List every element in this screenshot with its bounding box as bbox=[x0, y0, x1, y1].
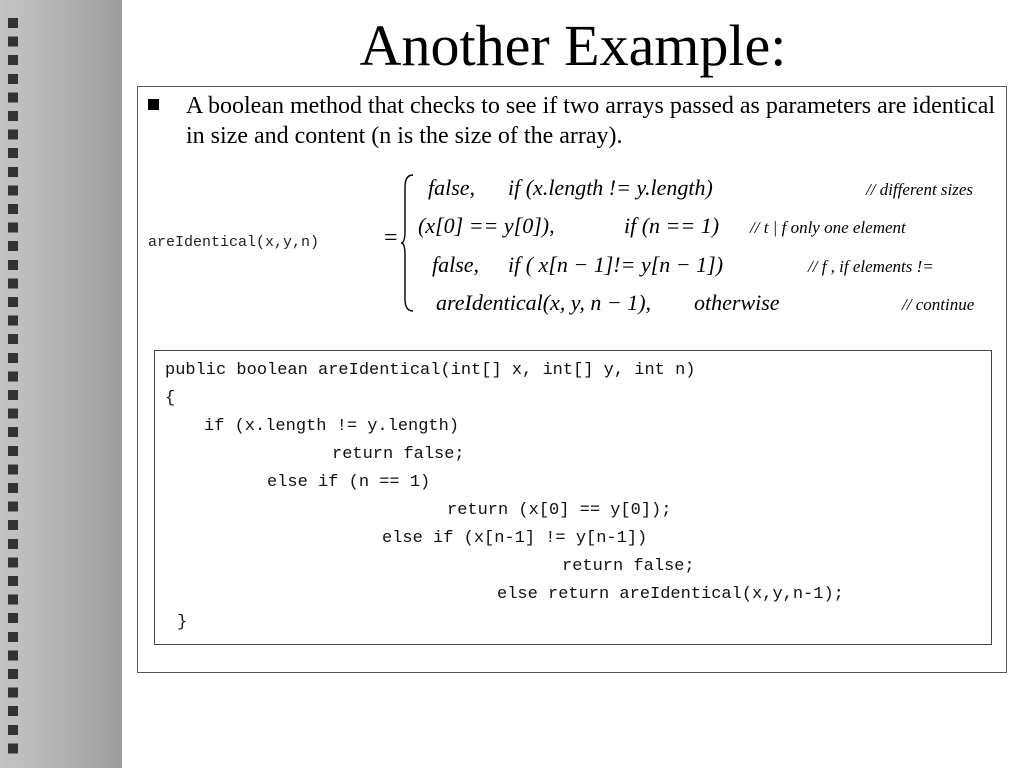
code-line: else if (x[n-1] != y[n-1]) bbox=[382, 529, 648, 548]
code-line: return false; bbox=[332, 445, 465, 464]
case-3-condition: if ( x[n − 1]!= y[n − 1]) bbox=[508, 252, 724, 277]
case-1-value: false, bbox=[428, 175, 476, 200]
case-4-value: areIdentical(x, y, n − 1), bbox=[436, 290, 652, 315]
code-line: } bbox=[177, 613, 188, 632]
bullet-text: A boolean method that checks to see if t… bbox=[186, 93, 996, 149]
code-line: public boolean areIdentical(int[] x, int… bbox=[165, 361, 696, 380]
code-line: { bbox=[165, 389, 176, 408]
case-2-condition: if (n == 1) bbox=[624, 213, 720, 238]
case-1-condition: if (x.length != y.length) bbox=[508, 175, 713, 200]
case-3-value: false, bbox=[432, 252, 480, 277]
case-2-comment: // t | f only one element bbox=[750, 218, 906, 237]
case-3-comment: // f , if elements != bbox=[808, 257, 934, 276]
left-brace-icon bbox=[400, 174, 414, 312]
code-line: else return areIdentical(x,y,n-1); bbox=[497, 585, 844, 604]
case-1-comment: // different sizes bbox=[866, 180, 974, 199]
code-block: public boolean areIdentical(int[] x, int… bbox=[154, 350, 992, 645]
equals-sign: = bbox=[384, 225, 398, 251]
decorative-squares-column bbox=[8, 18, 28, 758]
case-4-condition: otherwise bbox=[694, 290, 780, 315]
function-label: areIdentical(x,y,n) bbox=[148, 234, 320, 251]
left-decorative-strip bbox=[0, 0, 122, 768]
case-4-comment: // continue bbox=[902, 295, 975, 314]
code-line: else if (n == 1) bbox=[267, 473, 431, 492]
code-line: return false; bbox=[562, 557, 695, 576]
content-box: A boolean method that checks to see if t… bbox=[137, 86, 1007, 673]
code-line: if (x.length != y.length) bbox=[204, 417, 460, 436]
code-line: return (x[0] == y[0]); bbox=[447, 501, 672, 520]
slide-title: Another Example: bbox=[359, 13, 787, 78]
bullet-square-icon bbox=[148, 99, 159, 110]
case-2-value: (x[0] == y[0]), bbox=[418, 213, 555, 238]
